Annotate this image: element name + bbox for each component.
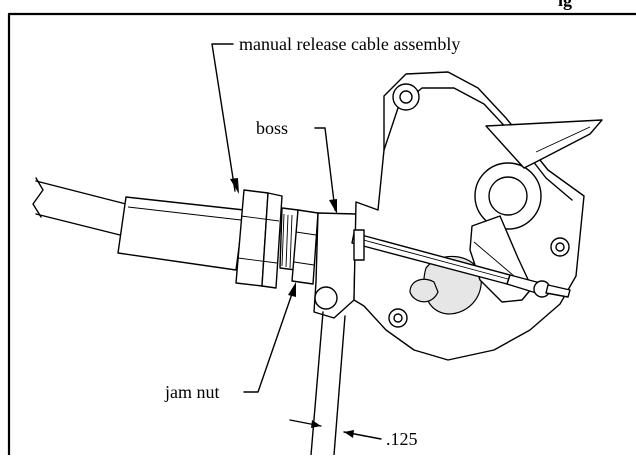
dimension-label: .125 <box>386 429 418 449</box>
jam-nut <box>291 209 319 285</box>
figure-caption-fragment: ig <box>558 0 572 10</box>
figure-frame <box>7 12 636 457</box>
label-manual-release-cable-assembly: manual release cable assembly <box>239 34 460 54</box>
label-jam-nut: jam nut <box>164 382 220 402</box>
leader-boss <box>314 127 337 214</box>
threaded-shank <box>279 207 299 271</box>
release-housing <box>353 71 603 361</box>
leader-jam-nut <box>243 282 296 393</box>
release-rod <box>351 229 571 298</box>
label-boss: boss <box>256 118 288 138</box>
cable <box>32 177 127 237</box>
leader-cable-assembly <box>211 43 239 194</box>
hex-fitting <box>235 189 283 289</box>
boss-bracket <box>310 212 357 456</box>
dimension-clearance <box>289 419 382 440</box>
cable-ferrule <box>117 196 245 271</box>
